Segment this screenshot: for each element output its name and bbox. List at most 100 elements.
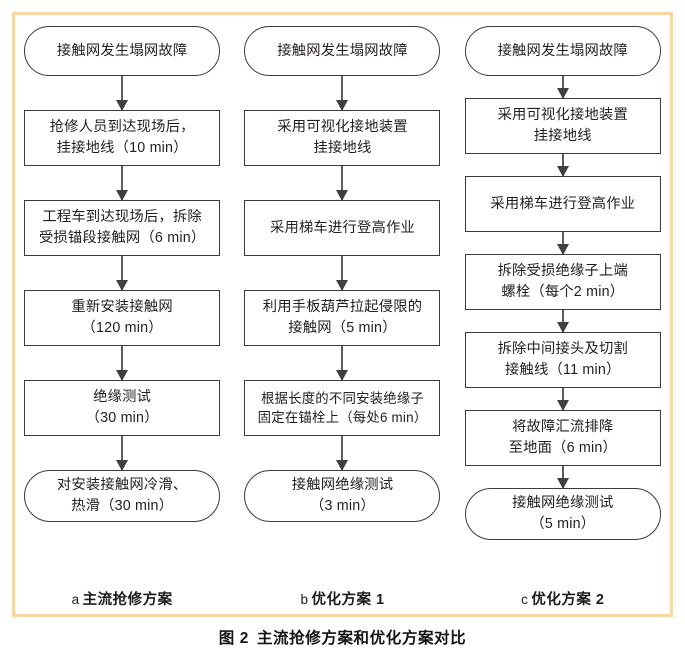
column-title-c: 优化方案 2 bbox=[531, 592, 605, 608]
connector-a-3 bbox=[121, 256, 124, 290]
connector-b-3 bbox=[341, 256, 344, 290]
node-line: 根据长度的不同安装绝缘子 bbox=[260, 390, 425, 406]
node-b-2-text: 采用可视化接地装置 挂接地线 bbox=[277, 117, 407, 158]
node-c-1-text: 接触网发生塌网故障 bbox=[498, 41, 628, 62]
node-c-4[interactable]: 拆除受损绝缘子上端 螺栓（每个2 min） bbox=[464, 254, 661, 310]
connector-c-4 bbox=[561, 310, 564, 332]
node-b-5-text: 根据长度的不同安装绝缘子 固定在锚栓上（每处6 min） bbox=[258, 389, 428, 428]
connector-c-3 bbox=[561, 232, 564, 254]
connector-b-4 bbox=[341, 346, 344, 380]
node-b-2[interactable]: 采用可视化接地装置 挂接地线 bbox=[244, 110, 441, 166]
node-a-3-text: 工程车到达现场后，拆除 受损锚段接触网（6 min） bbox=[39, 207, 205, 248]
column-tag-b: b bbox=[300, 592, 309, 607]
connector-c-2 bbox=[561, 154, 564, 176]
node-line: 将故障汇流排降 bbox=[512, 419, 614, 436]
node-line: 采用可视化接地装置 bbox=[497, 107, 629, 124]
node-c-7-text: 接触网绝缘测试 （5 min） bbox=[512, 493, 613, 534]
node-c-5[interactable]: 拆除中间接头及切割 接触线（11 min） bbox=[464, 332, 661, 388]
node-line: 接触网绝缘测试 bbox=[291, 477, 394, 494]
node-a-4-text: 重新安装接触网 （120 min） bbox=[71, 297, 172, 338]
node-line: 抢修人员到达现场后， bbox=[49, 119, 195, 136]
node-c-3[interactable]: 采用梯车进行登高作业 bbox=[464, 176, 661, 232]
node-a-5[interactable]: 绝缘测试 （30 min） bbox=[24, 380, 221, 436]
flow-b: 接触网发生塌网故障 采用可视化接地装置 挂接地线 采用梯车进行登高作业 bbox=[244, 26, 441, 578]
node-line: 接触网发生塌网故障 bbox=[277, 42, 408, 59]
node-b-1-text: 接触网发生塌网故障 bbox=[277, 41, 407, 62]
node-b-4[interactable]: 利用手板葫芦拉起侵限的 接触网（5 min） bbox=[244, 290, 441, 346]
figure-caption-text: 主流抢修方案和优化方案对比 bbox=[256, 630, 467, 647]
node-c-2[interactable]: 采用可视化接地装置 挂接地线 bbox=[464, 98, 661, 154]
node-line: 螺栓（每个2 min） bbox=[501, 284, 625, 300]
node-c-3-text: 采用梯车进行登高作业 bbox=[490, 194, 635, 215]
node-line: 对安装接触网冷滑、 bbox=[56, 477, 188, 494]
column-title-b: 优化方案 1 bbox=[311, 592, 385, 608]
node-line: （5 min） bbox=[530, 516, 596, 532]
node-line: 接触网发生塌网故障 bbox=[497, 42, 629, 59]
node-line: 拆除中间接头及切割 bbox=[497, 341, 629, 358]
connector-b-1 bbox=[341, 76, 344, 110]
node-line: 热滑（30 min） bbox=[71, 498, 174, 514]
node-line: 拆除受损绝缘子上端 bbox=[497, 263, 629, 280]
node-a-5-text: 绝缘测试 （30 min） bbox=[86, 387, 159, 428]
node-line: 接触网发生塌网故障 bbox=[56, 42, 188, 59]
connector-b-5 bbox=[341, 436, 344, 470]
node-line: 采用梯车进行登高作业 bbox=[490, 195, 636, 212]
node-line: 采用可视化接地装置 bbox=[277, 119, 408, 136]
node-line: （30 min） bbox=[85, 410, 159, 426]
node-line: 采用梯车进行登高作业 bbox=[270, 219, 415, 236]
node-a-3[interactable]: 工程车到达现场后，拆除 受损锚段接触网（6 min） bbox=[24, 200, 221, 256]
node-a-1-text: 接触网发生塌网故障 bbox=[57, 41, 187, 62]
node-line: 挂接地线 bbox=[533, 128, 592, 144]
flowchart-columns: 接触网发生塌网故障 抢修人员到达现场后， 挂接地线（10 min） 工程车到达现… bbox=[12, 12, 673, 617]
node-b-5[interactable]: 根据长度的不同安装绝缘子 固定在锚栓上（每处6 min） bbox=[244, 380, 441, 436]
node-line: 挂接地线（10 min） bbox=[56, 140, 188, 156]
node-b-4-text: 利用手板葫芦拉起侵限的 接触网（5 min） bbox=[263, 297, 422, 338]
flow-c: 接触网发生塌网故障 采用可视化接地装置 挂接地线 采用梯车进行登高作业 bbox=[464, 26, 661, 578]
node-a-1[interactable]: 接触网发生塌网故障 bbox=[24, 26, 221, 76]
connector-a-5 bbox=[121, 436, 124, 470]
flowchart-column-a: 接触网发生塌网故障 抢修人员到达现场后， 挂接地线（10 min） 工程车到达现… bbox=[12, 12, 232, 617]
connector-a-4 bbox=[121, 346, 124, 380]
node-a-6-text: 对安装接触网冷滑、 热滑（30 min） bbox=[57, 475, 187, 516]
node-line: 至地面（6 min） bbox=[508, 440, 618, 456]
node-a-2[interactable]: 抢修人员到达现场后， 挂接地线（10 min） bbox=[24, 110, 221, 166]
node-c-6[interactable]: 将故障汇流排降 至地面（6 min） bbox=[464, 410, 661, 466]
node-line: 重新安装接触网 bbox=[71, 299, 173, 316]
node-line: 利用手板葫芦拉起侵限的 bbox=[262, 299, 423, 316]
connector-c-5 bbox=[561, 388, 564, 410]
column-tag-c: c bbox=[521, 592, 529, 607]
connector-b-2 bbox=[341, 166, 344, 200]
node-a-4[interactable]: 重新安装接触网 （120 min） bbox=[24, 290, 221, 346]
connector-c-1 bbox=[561, 76, 564, 98]
node-a-2-text: 抢修人员到达现场后， 挂接地线（10 min） bbox=[50, 117, 195, 158]
node-a-6[interactable]: 对安装接触网冷滑、 热滑（30 min） bbox=[24, 470, 221, 522]
node-c-6-text: 将故障汇流排降 至地面（6 min） bbox=[509, 417, 617, 458]
node-line: 固定在锚栓上（每处6 min） bbox=[257, 410, 428, 425]
connector-c-6 bbox=[561, 466, 564, 488]
column-title-a: 主流抢修方案 bbox=[82, 592, 173, 608]
node-b-1[interactable]: 接触网发生塌网故障 bbox=[244, 26, 441, 76]
node-c-5-text: 拆除中间接头及切割 接触线（11 min） bbox=[498, 339, 628, 380]
node-line: 接触网绝缘测试 bbox=[512, 495, 614, 512]
flowchart-column-b: 接触网发生塌网故障 采用可视化接地装置 挂接地线 采用梯车进行登高作业 bbox=[232, 12, 452, 617]
node-b-6[interactable]: 接触网绝缘测试 （3 min） bbox=[244, 470, 441, 522]
node-b-6-text: 接触网绝缘测试 （3 min） bbox=[292, 475, 393, 516]
flowchart-column-c: 接触网发生塌网故障 采用可视化接地装置 挂接地线 采用梯车进行登高作业 bbox=[453, 12, 673, 617]
node-line: （120 min） bbox=[81, 320, 163, 336]
flow-a: 接触网发生塌网故障 抢修人员到达现场后， 挂接地线（10 min） 工程车到达现… bbox=[24, 26, 221, 578]
node-b-3[interactable]: 采用梯车进行登高作业 bbox=[244, 200, 441, 256]
connector-a-1 bbox=[121, 76, 124, 110]
column-tag-a: a bbox=[71, 592, 80, 607]
node-line: （3 min） bbox=[309, 498, 375, 514]
node-line: 受损锚段接触网（6 min） bbox=[38, 230, 206, 246]
node-c-7[interactable]: 接触网绝缘测试 （5 min） bbox=[464, 488, 661, 540]
node-b-3-text: 采用梯车进行登高作业 bbox=[270, 218, 415, 239]
node-line: 接触网（5 min） bbox=[288, 320, 397, 336]
node-line: 工程车到达现场后，拆除 bbox=[42, 209, 202, 226]
node-c-1[interactable]: 接触网发生塌网故障 bbox=[464, 26, 661, 76]
